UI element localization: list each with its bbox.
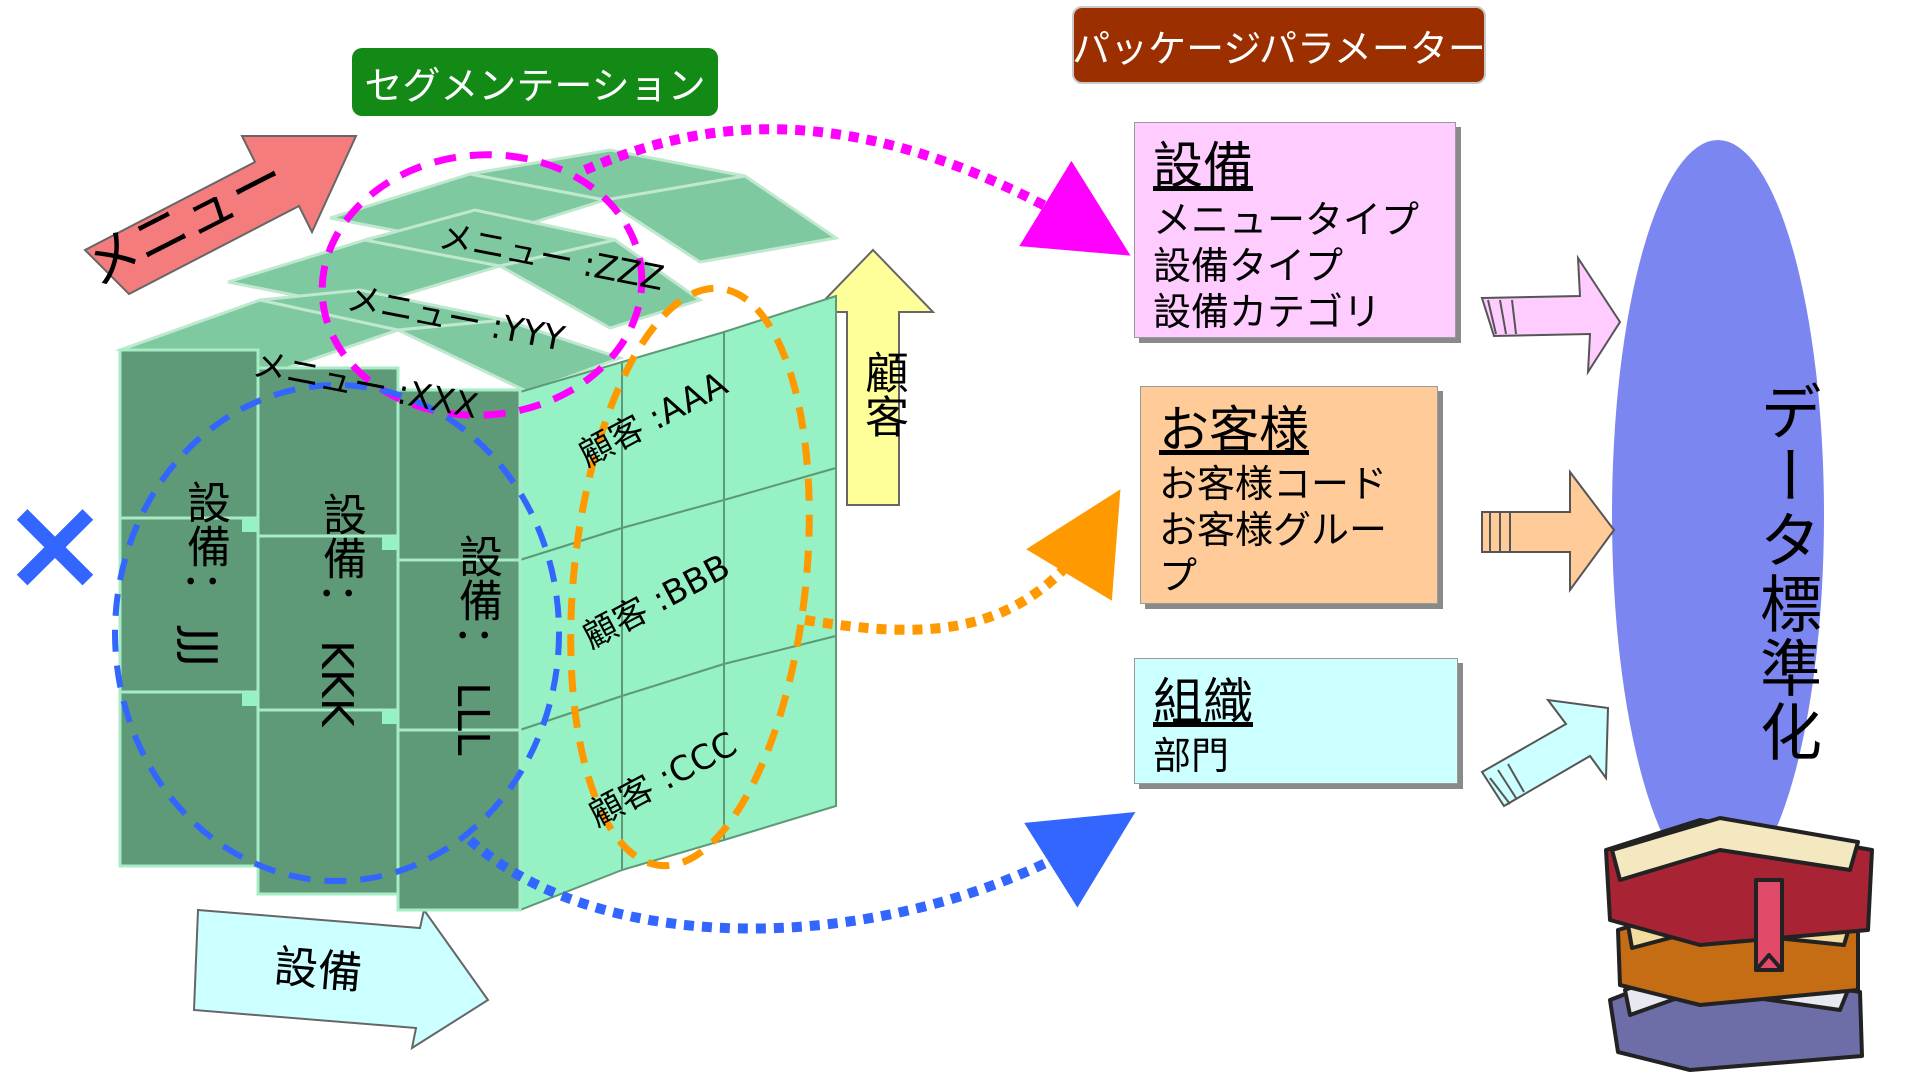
equipment-item-lll: 設備 ： LLL bbox=[447, 534, 502, 756]
customer-to-customer-arrow bbox=[804, 489, 1121, 635]
equipment-to-organization-arrow bbox=[466, 812, 1136, 934]
param-customer-line: お客様グループ bbox=[1159, 508, 1388, 598]
param-equipment-title: 設備 bbox=[1153, 137, 1253, 195]
equipment-segment-ellipse bbox=[112, 382, 562, 884]
param-organization-title: 組織 bbox=[1153, 673, 1253, 731]
excluded-x-icon: × bbox=[1, 467, 110, 619]
equipment-item-jjj: 設備 ： JJJ bbox=[175, 480, 230, 667]
equipment-item-kkk: 設備 ： KKK bbox=[311, 492, 366, 727]
param-arrow-customer bbox=[1481, 469, 1616, 594]
standardization-ellipse bbox=[1612, 140, 1824, 890]
param-customer-title: お客様 bbox=[1159, 401, 1309, 459]
cube-front-face bbox=[118, 348, 522, 912]
param-equipment-box: 設備 メニュータイプ 設備タイプ 設備カテゴリ bbox=[1134, 122, 1456, 338]
segmentation-label: セグメンテーション bbox=[352, 48, 718, 116]
cube-side-face bbox=[519, 294, 837, 912]
menu-to-equipment-arrow bbox=[583, 124, 1131, 256]
customer-axis-label: 顧客 bbox=[857, 350, 908, 438]
segmentation-cube bbox=[114, 148, 840, 912]
param-organization-line: 部門 bbox=[1153, 734, 1230, 778]
param-arrow-equipment bbox=[1480, 254, 1622, 376]
menu-segment-ellipse bbox=[318, 151, 646, 419]
standardization-label: データ標準化 bbox=[1749, 380, 1822, 764]
cube-front-highlights bbox=[242, 518, 398, 724]
books-icon bbox=[1604, 816, 1874, 1072]
package-parameter-label: パッケージパラメーター bbox=[1072, 6, 1486, 84]
param-equipment-line: メニュータイプ bbox=[1153, 198, 1420, 242]
equipment-axis-arrow: 設備 bbox=[192, 907, 490, 1051]
param-equipment-line: 設備タイプ bbox=[1153, 244, 1344, 288]
param-equipment-line: 設備カテゴリ bbox=[1153, 290, 1382, 334]
param-customer-box: お客様 お客様コード お客様グループ bbox=[1140, 386, 1438, 604]
customer-segment-ellipse bbox=[567, 284, 813, 870]
param-arrow-organization bbox=[1480, 698, 1610, 808]
equipment-axis-label: 設備 bbox=[272, 941, 364, 999]
customer-axis-arrow bbox=[810, 248, 936, 506]
param-organization-box: 組織 部門 bbox=[1134, 658, 1458, 784]
param-customer-line: お客様コード bbox=[1159, 462, 1388, 506]
